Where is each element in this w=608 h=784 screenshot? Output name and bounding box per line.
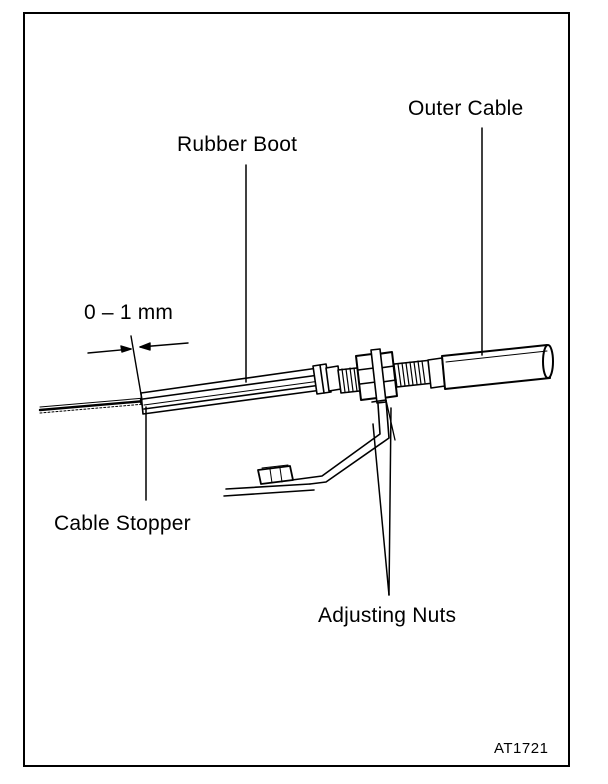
inner-cable-icon [38, 397, 147, 414]
clearance-dimension [87, 335, 189, 401]
rubber-boot-label: Rubber Boot [177, 133, 298, 156]
adjusting-nuts-icon [337, 348, 435, 404]
figure-reference-code: AT1721 [494, 740, 549, 757]
adjusting-nuts-label: Adjusting Nuts [318, 604, 457, 627]
clearance-label: 0 – 1 mm [84, 301, 174, 324]
outer-cable-label: Outer Cable [408, 97, 524, 120]
adjusting-nuts-leader-left [372, 423, 390, 596]
leader-lines [145, 127, 483, 596]
figure-frame [23, 12, 570, 767]
outer-cable-icon [427, 344, 554, 390]
mounting-bracket-icon [223, 399, 396, 497]
rubber-boot-icon [140, 363, 342, 415]
adjusting-nuts-leader-right [388, 407, 392, 596]
cable-stopper-label: Cable Stopper [54, 512, 191, 535]
